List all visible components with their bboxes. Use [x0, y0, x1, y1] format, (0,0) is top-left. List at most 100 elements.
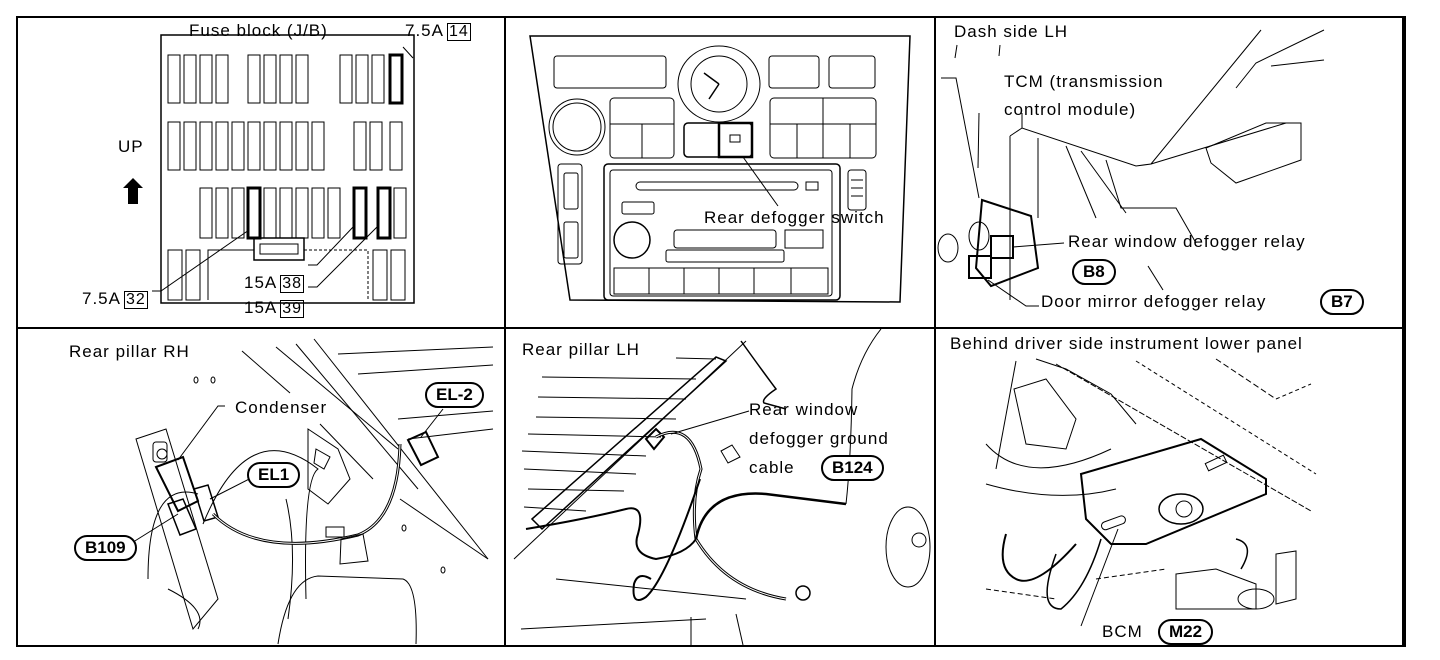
- fuse-slot: [167, 54, 181, 104]
- fuse-slot: [295, 54, 309, 104]
- up-label: UP: [118, 137, 144, 156]
- leader-ground-cable: [670, 410, 750, 435]
- clock-icon: [690, 55, 748, 113]
- leader-condenser: [177, 405, 225, 461]
- fuse-slot: [199, 54, 213, 104]
- fuse-slot: [389, 121, 403, 171]
- fuse-slot: [295, 121, 309, 171]
- fuse-slot: [355, 54, 369, 104]
- fuse-slot: [279, 121, 293, 171]
- fuse-slot: [199, 187, 213, 239]
- fuse-slot: [247, 54, 261, 104]
- fuse-slot: [388, 53, 404, 105]
- fuse-slot: [295, 187, 309, 239]
- fuse-rating: 15A: [244, 273, 278, 292]
- fuse-slot: [263, 187, 277, 239]
- leader-fuse-38: [308, 225, 355, 266]
- panel-driver-lower-panel: Behind driver side instrument lower pane…: [936, 329, 1406, 645]
- fuse-number: 39: [280, 300, 305, 318]
- panel-center-console: Rear defogger switch: [506, 18, 934, 327]
- fuse-block-outline: [160, 34, 415, 304]
- fuse-slot: [279, 54, 293, 104]
- leader-fuse-39: [308, 225, 379, 288]
- connector-b124: B124: [821, 455, 884, 481]
- fuse-slot: [183, 54, 197, 104]
- leader-fuse-32: [152, 229, 250, 292]
- ground-cable-label-line2: defogger ground: [749, 429, 889, 448]
- rear-pillar-rh-drawing: [129, 338, 494, 645]
- fuse-slot: [376, 186, 392, 240]
- connector-b7: B7: [1320, 289, 1364, 315]
- fuse-slot: [199, 121, 213, 171]
- defogger-switch: [717, 121, 754, 159]
- fuse-slot: [246, 186, 262, 240]
- fuse-slot: [215, 54, 229, 104]
- divider-horizontal: [16, 327, 1406, 329]
- fuse-row-2: [167, 121, 403, 171]
- fuse-slot: [369, 121, 383, 171]
- fuse-slot: [263, 54, 277, 104]
- dash-side-drawing: [937, 29, 1325, 307]
- connector-b8: B8: [1072, 259, 1116, 285]
- center-console-drawing: [529, 35, 911, 303]
- console-bezel: [529, 35, 911, 303]
- rear-pillar-lh-drawing: [513, 329, 931, 645]
- panel-rear-pillar-lh: Rear pillar LH Rear window defogger grou…: [506, 329, 934, 645]
- condenser-label: Condenser: [235, 398, 328, 417]
- connector-el1: EL1: [247, 462, 301, 488]
- fuse-slot: [327, 187, 341, 239]
- connector-b109: B109: [74, 535, 137, 561]
- rear-pillar-lh-title: Rear pillar LH: [522, 340, 640, 359]
- fuse-slot: [167, 121, 181, 171]
- bcm-module: [1079, 437, 1267, 545]
- ground-cable-label-line1: Rear window: [749, 400, 859, 419]
- fuse-number: 32: [123, 291, 148, 309]
- divider-vertical-2: [934, 16, 936, 647]
- fuse-block-drawing: [123, 34, 415, 304]
- divider-vertical-1: [504, 16, 506, 647]
- driver-lower-panel-drawing: [985, 358, 1317, 627]
- leader-el2: [420, 408, 444, 438]
- bcm-label: BCM: [1102, 622, 1143, 641]
- rear-window-relay-label: Rear window defogger relay: [1068, 232, 1306, 251]
- tcm-label-line1: TCM (transmission: [1004, 72, 1164, 91]
- rear-pillar-rh-title: Rear pillar RH: [69, 342, 190, 361]
- fuse-row-4: [167, 237, 406, 301]
- fuse-slot: [353, 121, 367, 171]
- connector-el2: EL-2: [425, 382, 484, 408]
- radio-unit: [603, 163, 841, 301]
- fuse-slot: [371, 54, 385, 104]
- fuse-slot: [215, 121, 229, 171]
- tcm-module: [974, 198, 1040, 288]
- fuse-number: 14: [446, 23, 471, 41]
- fuse-slot: [247, 121, 261, 171]
- fuse-slot: [279, 187, 293, 239]
- door-mirror-defogger-relay: [968, 255, 992, 279]
- panel-rear-pillar-rh: Rear pillar RH Condenser EL-2 EL1 B109: [18, 329, 504, 645]
- diagram-frame: [16, 16, 1406, 647]
- rear-pillar-trim: [530, 356, 728, 531]
- fuse-slot: [311, 121, 325, 171]
- panel-dash-side-lh: Dash side LH TCM (transmission control m…: [936, 18, 1406, 327]
- fuse-slot: [339, 54, 353, 104]
- rear-defogger-switch-label: Rear defogger switch: [704, 208, 885, 227]
- up-arrow-icon: [123, 178, 143, 204]
- fuse-row-3: [199, 186, 407, 240]
- leader-b109: [129, 513, 179, 545]
- fuse-row-1: [167, 53, 404, 105]
- leader-defogger-switch: [742, 156, 779, 207]
- leader-bcm: [1080, 528, 1119, 627]
- fuse-slot: [231, 121, 245, 171]
- door-mirror-relay-label: Door mirror defogger relay: [1041, 292, 1267, 311]
- dash-side-title: Dash side LH: [954, 22, 1069, 41]
- fuse-slot: [183, 121, 197, 171]
- fuse-slot: [311, 187, 325, 239]
- fuse-number: 38: [280, 275, 305, 293]
- tcm-label-line2: control module): [1004, 100, 1137, 119]
- fuse-slot: [352, 186, 368, 240]
- fuse-slot: [231, 187, 245, 239]
